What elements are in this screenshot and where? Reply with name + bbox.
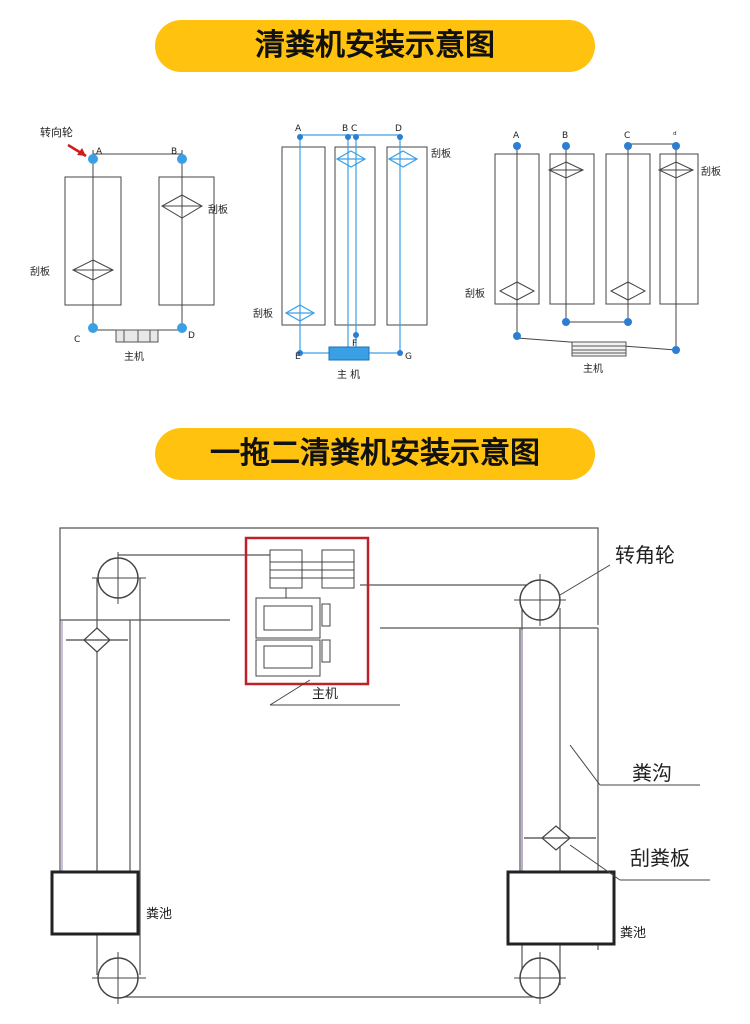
label-c: C [624, 131, 630, 141]
wheel-d [177, 323, 187, 333]
main-unit-2 [328, 346, 370, 361]
label-corner-wheel: 转角轮 [615, 543, 675, 567]
label-scraper-left: 刮板 [465, 287, 485, 300]
label-scraper-left: 刮板 [253, 307, 273, 320]
diagram-single-loop: 转向轮 A B C D 刮板 刮板 主机 [30, 125, 228, 363]
label-main-2: 主 机 [337, 368, 360, 381]
label-g: G [405, 352, 412, 362]
wheel-d [672, 142, 680, 150]
label-turn-wheel: 转向轮 [40, 125, 73, 139]
host-machinery [255, 549, 355, 677]
wheel-d [397, 134, 403, 140]
title-bottom: 一拖二清粪机安装示意图 [210, 436, 540, 471]
diagram-double-loop: A B C ᵈ 刮板 刮板 主机 [465, 131, 721, 375]
label-scraper-right: 刮板 [208, 203, 228, 216]
wheel-b [345, 134, 351, 140]
wheel-a [88, 154, 98, 164]
label-d: D [188, 331, 195, 341]
label-c: C [74, 335, 80, 345]
pool-right [506, 870, 616, 946]
label-a: A [295, 124, 302, 134]
pool-left [50, 870, 140, 936]
label-pool-left: 粪池 [146, 907, 172, 922]
main-unit-3 [571, 341, 627, 357]
label-main-4: 主机 [312, 687, 338, 702]
wheel-c [624, 142, 632, 150]
wheel-b [562, 142, 570, 150]
wheel-f [353, 332, 359, 338]
label-pool-right: 粪池 [620, 926, 646, 941]
wheel-e [297, 350, 303, 356]
title-banner-bottom: 一拖二清粪机安装示意图 [155, 428, 595, 480]
wheel-c [353, 134, 359, 140]
host-frame [244, 536, 370, 686]
main-unit-1 [115, 329, 159, 343]
title-banner-top: 清粪机安装示意图 [155, 20, 595, 72]
wheel-g [397, 350, 403, 356]
label-b: B [171, 147, 177, 157]
label-f: F [352, 339, 357, 349]
scraper-right-shape [160, 194, 204, 219]
label-d: D [395, 124, 402, 134]
label-d: ᵈ [673, 131, 677, 141]
label-main-1: 主机 [124, 350, 144, 363]
label-e: E [295, 352, 301, 362]
label-scraper: 刮粪板 [630, 846, 690, 870]
label-main-3: 主机 [583, 362, 603, 375]
scraper-left-shape [71, 259, 115, 281]
wheel-a [297, 134, 303, 140]
label-a: A [96, 147, 103, 157]
label-scraper-top: 刮板 [431, 147, 451, 160]
label-bc: B C [342, 124, 357, 134]
label-b: B [562, 131, 568, 141]
diagram-triple-loop: A B C D 刮板 刮板 F E G 主 机 [253, 124, 451, 381]
title-top: 清粪机安装示意图 [255, 28, 495, 63]
wheel-b [177, 154, 187, 164]
label-scraper-right: 刮板 [701, 165, 721, 178]
diagram-one-drives-two: 转角轮 主机 粪沟 刮粪板 粪池 粪池 [50, 527, 710, 1004]
wheel-a [513, 142, 521, 150]
label-scraper-left: 刮板 [30, 265, 50, 278]
label-trench: 粪沟 [632, 761, 672, 785]
wheel-c [88, 323, 98, 333]
label-a: A [513, 131, 520, 141]
